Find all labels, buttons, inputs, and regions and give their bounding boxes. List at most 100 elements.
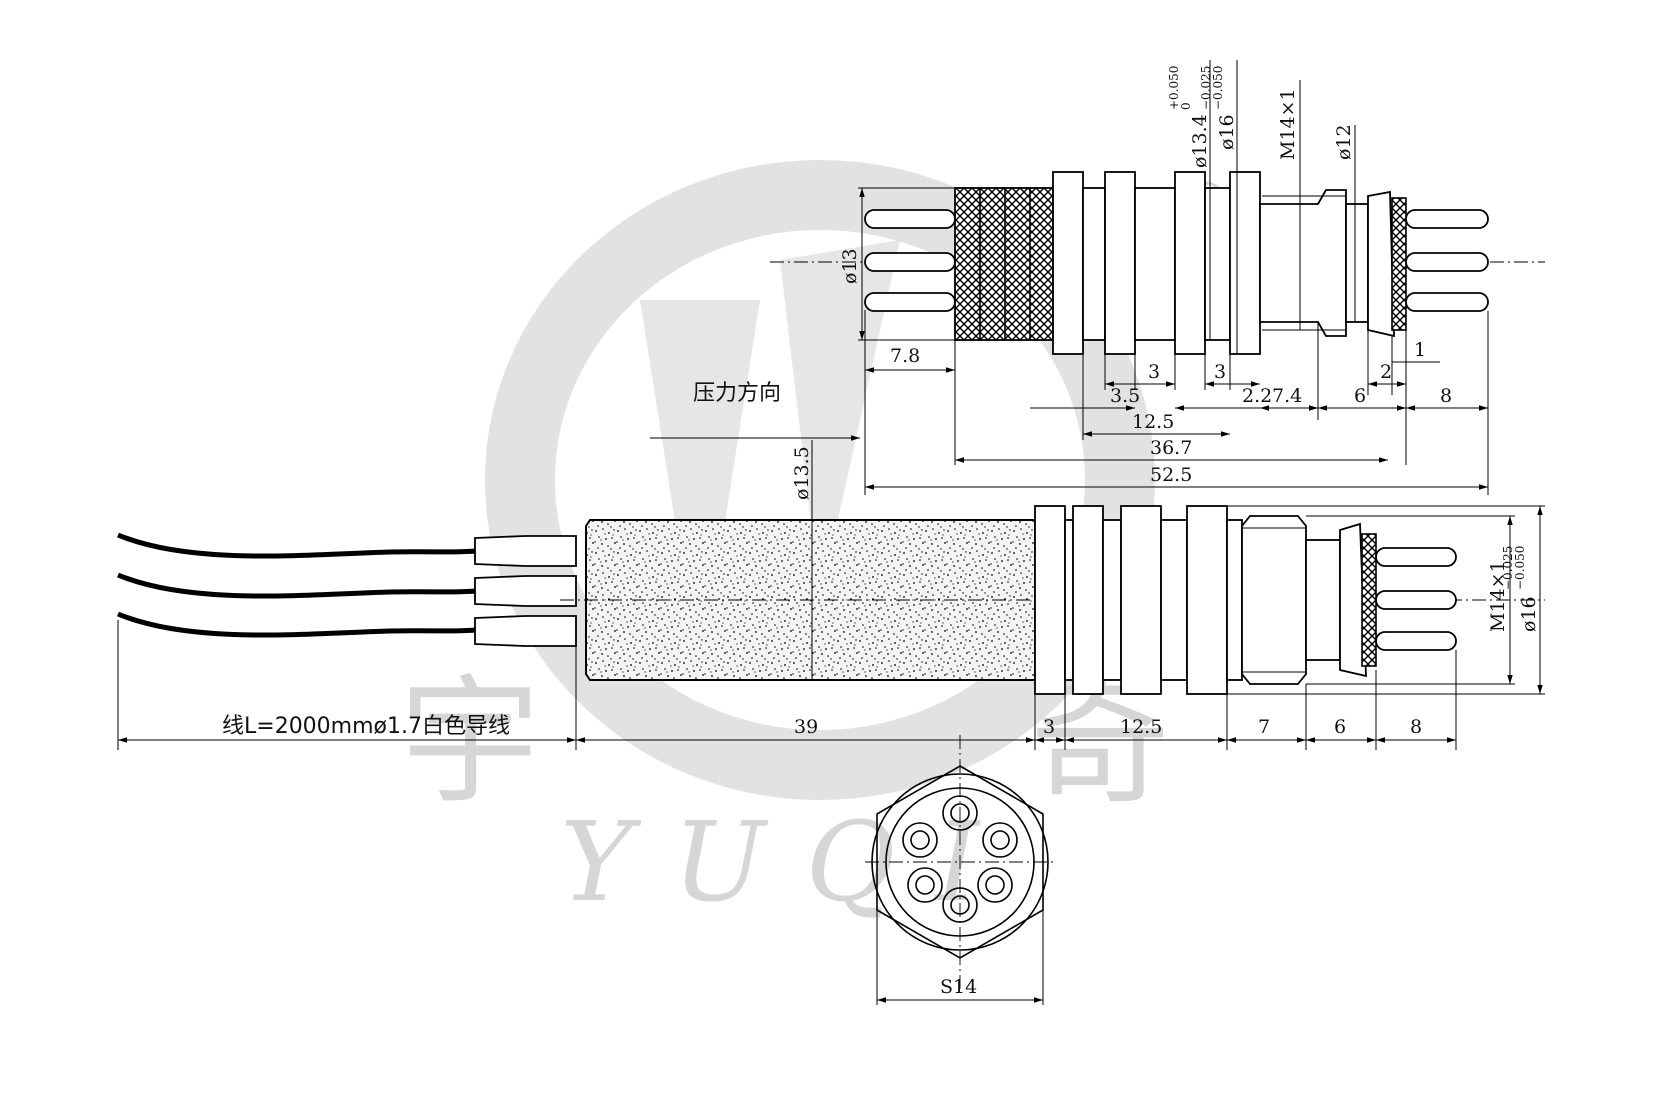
pin-hole-inner (950, 803, 970, 823)
top-left-pin (864, 292, 956, 312)
dim-d13-4-tol-lower: 0 (1179, 102, 1193, 110)
wire-note: 线L=2000mmø1.7白色导线 (222, 714, 510, 739)
dim-d13-4-tol-upper: +0.050 (1167, 66, 1181, 110)
dim-d16-main: ø16 (1518, 596, 1540, 632)
main-neck (1305, 539, 1341, 661)
main-ring (1102, 519, 1122, 681)
main-pin (1375, 631, 1457, 651)
dim-d13-5: ø13.5 (791, 446, 813, 500)
wire (117, 611, 476, 638)
top-cap-knurl (1391, 197, 1407, 331)
wire-sleeve (474, 535, 577, 567)
dim-2: 2 (1380, 361, 1392, 383)
top-thread-body (1259, 189, 1347, 337)
wire (117, 572, 476, 599)
main-view-sensor: ø13.5 (117, 440, 1545, 695)
dim-7: 7 (1258, 716, 1270, 738)
end-outer-circle (871, 773, 1049, 951)
main-view-bottom-dimensions: 线L=2000mmø1.7白色导线 39 3 12.5 7 6 8 (117, 620, 1457, 750)
pressure-direction-label: 压力方向 (693, 381, 781, 406)
dim-52-5: 52.5 (1150, 464, 1192, 486)
pin-hole (982, 822, 1018, 858)
top-left-pin (864, 252, 956, 272)
pin-hole (902, 822, 938, 858)
top-view-vertical-dimensions: ø13 ø13.4 +0.050 0 ø16 −0.025 −0.050 M14… (839, 60, 1356, 354)
dim-d16-tol-lower: −0.050 (1211, 66, 1225, 110)
top-view-horizontal-dimensions: 7.8 3 3 1 2 3.5 2.2 7.4 6 8 12.5 36.7 (864, 310, 1489, 495)
dim-3: 3 (1043, 716, 1055, 738)
pin-hole-inner (915, 875, 935, 895)
pin-hole-inner (910, 830, 930, 850)
dim-3b: 3 (1214, 361, 1226, 383)
dim-6-main: 6 (1334, 716, 1346, 738)
top-knurled-sleeve (954, 187, 1054, 341)
pin-hole (907, 867, 943, 903)
pin-hole (942, 795, 978, 831)
end-pin-holes (902, 795, 1018, 923)
top-cap (1367, 190, 1395, 338)
dim-m14: M14×1 (1277, 88, 1299, 160)
top-left-pin (864, 209, 956, 229)
main-ring (1226, 519, 1243, 681)
dim-36-7: 36.7 (1150, 437, 1192, 459)
top-flange (1174, 171, 1206, 355)
dim-d12: ø12 (1333, 124, 1355, 160)
main-flange (1186, 505, 1228, 695)
main-cap-knurl (1361, 533, 1377, 667)
main-flange (1072, 505, 1104, 695)
pressure-direction: 压力方向 (650, 381, 860, 441)
end-inner-circle (885, 787, 1035, 937)
dim-12-5: 12.5 (1132, 411, 1174, 433)
end-view: S14 (865, 735, 1055, 1005)
main-pin (1375, 590, 1457, 610)
wire-sleeve (474, 615, 577, 647)
main-pin (1375, 547, 1457, 567)
dim-d13-4: ø13.4 (1189, 114, 1211, 168)
end-hexagon (876, 765, 1044, 959)
dim-6: 6 (1354, 385, 1366, 407)
pin-hole (977, 867, 1013, 903)
pin-hole (942, 887, 978, 923)
top-flange (1052, 171, 1084, 355)
dim-39: 39 (794, 716, 818, 738)
dim-3a: 3 (1148, 361, 1160, 383)
top-flange (1229, 171, 1261, 355)
main-ring (1160, 519, 1188, 681)
watermark-ring (485, 160, 1155, 800)
dim-s14: S14 (940, 976, 977, 998)
watermark-latin: YUQI (560, 798, 1019, 926)
dim-d16-main-tol-lower: −0.050 (1513, 546, 1527, 590)
dim-1: 1 (1414, 339, 1426, 361)
dim-7-8: 7.8 (890, 345, 920, 367)
dim-d16-tol-upper: −0.025 (1199, 66, 1213, 110)
dim-8: 8 (1440, 385, 1452, 407)
watermark-v-shape-2 (780, 240, 900, 600)
watermark-cn-left: 宇 (400, 661, 540, 824)
main-thread-body (1241, 515, 1307, 685)
top-view-connector (770, 171, 1545, 355)
main-view-vertical-dimensions: M14×1 ø16 −0.025 −0.050 (1227, 505, 1545, 695)
dim-12-5-main: 12.5 (1120, 716, 1162, 738)
top-neck (1345, 203, 1369, 323)
dim-3-5: 3.5 (1110, 385, 1140, 407)
watermark-v-shape (640, 300, 760, 680)
top-ring (1134, 187, 1176, 341)
top-right-pin (1405, 292, 1489, 312)
dim-2-2: 2.2 (1242, 385, 1272, 407)
top-flange (1104, 171, 1136, 355)
pin-hole-inner (990, 830, 1010, 850)
top-right-pin (1405, 252, 1489, 272)
dim-8-main: 8 (1410, 716, 1422, 738)
main-flange (1120, 505, 1162, 695)
dim-d16: ø16 (1216, 114, 1238, 150)
main-flange (1034, 505, 1066, 695)
main-cap (1339, 522, 1367, 678)
pin-hole-inner (985, 875, 1005, 895)
dim-m14-main: M14×1 (1487, 560, 1509, 632)
main-ring (1064, 519, 1074, 681)
top-right-pin (1405, 209, 1489, 229)
dim-d13: ø13 (839, 248, 861, 284)
top-ring (1204, 187, 1231, 341)
wire (117, 532, 476, 559)
